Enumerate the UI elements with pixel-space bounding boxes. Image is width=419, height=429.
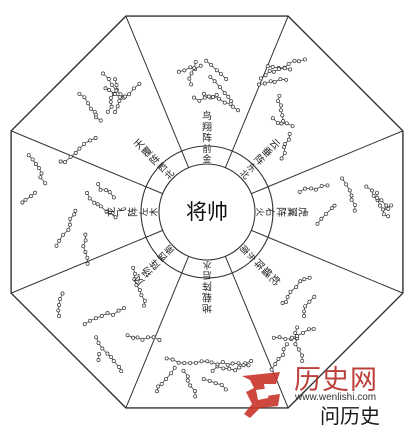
- formation-pattern-2: [256, 57, 307, 161]
- svg-text:前: 前: [202, 143, 211, 155]
- svg-text:阵: 阵: [275, 207, 288, 217]
- inner-back-shui: 后水: [202, 259, 211, 280]
- svg-text:木: 木: [148, 207, 160, 216]
- svg-text:金: 金: [202, 153, 211, 165]
- watermark-site-title: 历史网: [294, 365, 378, 396]
- watermark-url: www.wenlishi.com: [295, 392, 377, 403]
- svg-text:左: 左: [138, 207, 150, 216]
- svg-text:阵: 阵: [127, 207, 140, 217]
- formation-tiger-wing: 虎翼阵: [275, 207, 309, 217]
- formation-bird-soaring: 鸟翔阵: [202, 110, 212, 145]
- svg-text:地: 地: [202, 302, 212, 315]
- formation-pattern-1: [176, 58, 240, 113]
- formation-pattern-6: [56, 265, 162, 374]
- svg-text:龙: 龙: [105, 207, 118, 217]
- watermark-subtitle: 问历史: [320, 404, 380, 428]
- formation-pattern-5: [155, 356, 254, 399]
- inner-left-mu: 左木: [138, 207, 160, 216]
- formation-pattern-3: [297, 176, 394, 226]
- formation-dragon-flying: 龙飞阵: [105, 207, 140, 217]
- svg-text:翔: 翔: [202, 121, 212, 134]
- watermark-logo-icon: [242, 372, 280, 418]
- svg-text:飞: 飞: [118, 207, 129, 217]
- svg-text:火: 火: [254, 207, 265, 216]
- center-label: 将帅: [186, 200, 228, 224]
- formation-pattern-4: [269, 275, 317, 372]
- svg-text:后: 后: [202, 269, 211, 280]
- svg-text:右: 右: [264, 207, 276, 216]
- watermark: 历史网 www.wenlishi.com 问历史: [232, 356, 419, 428]
- formation-earth-bearing: 地载阵: [202, 280, 212, 315]
- svg-text:虎: 虎: [297, 207, 309, 217]
- svg-text:翼: 翼: [286, 207, 298, 217]
- inner-right-huo: 右火: [254, 207, 276, 216]
- formation-pattern-8: [58, 71, 142, 165]
- formation-pattern-7: [20, 153, 118, 266]
- svg-text:鸟: 鸟: [202, 110, 212, 123]
- formation-patterns: [20, 57, 394, 399]
- svg-text:阵: 阵: [202, 280, 212, 293]
- inner-front-jin: 前金: [202, 143, 211, 165]
- svg-text:水: 水: [202, 259, 211, 271]
- svg-text:载: 载: [202, 291, 212, 303]
- svg-text:阵: 阵: [202, 132, 212, 145]
- inner-ring: [140, 145, 274, 279]
